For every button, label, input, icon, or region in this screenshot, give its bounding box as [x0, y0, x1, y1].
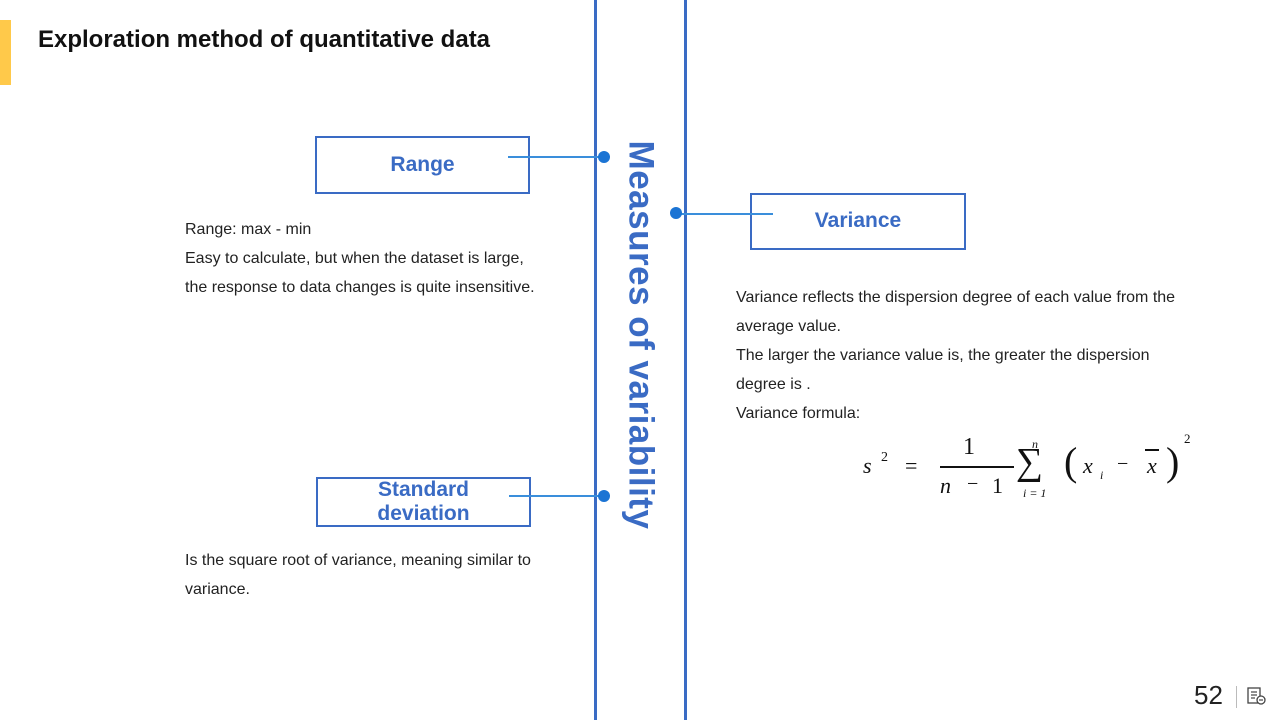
left-divider-line — [594, 0, 597, 720]
formula-outer-exponent: 2 — [1184, 431, 1191, 446]
range-box: Range — [315, 136, 530, 194]
range-line-1: Range: max - min — [185, 221, 312, 238]
standard-deviation-description: Is the square root of variance, meaning … — [185, 546, 585, 604]
standard-deviation-label-1: Standard — [377, 477, 469, 501]
variance-line-2: average value. — [736, 318, 841, 335]
formula-lhs-exponent: 2 — [881, 450, 888, 465]
formula-x: x — [1083, 453, 1093, 478]
standard-deviation-connector — [509, 495, 601, 497]
formula-denominator-n: n — [940, 473, 951, 498]
vertical-title: Measures of variability — [610, 120, 670, 550]
formula-xbar-rule — [1145, 449, 1159, 451]
formula-sum-lower: i = 1 — [1023, 486, 1047, 500]
formula-x-subscript: i — [1100, 468, 1104, 482]
page-number: 52 — [1194, 680, 1223, 710]
formula-denominator-one: 1 — [992, 473, 1003, 498]
standard-deviation-dot — [598, 490, 610, 502]
range-label: Range — [390, 152, 455, 176]
page-number-separator — [1236, 686, 1237, 708]
slide-title: Exploration method of quantitative data — [38, 26, 491, 53]
variance-formula: s 2 = 1 n − 1 n ∑ i = 1 ( x i − x ) 2 — [850, 425, 1210, 510]
variance-connector — [678, 213, 773, 215]
formula-close-paren: ) — [1166, 439, 1180, 484]
range-dot — [598, 151, 610, 163]
range-line-3: the response to data changes is quite in… — [185, 279, 535, 296]
formula-xbar: x — [1147, 453, 1157, 478]
formula-equals: = — [905, 453, 918, 478]
formula-denominator-minus: − — [967, 473, 979, 495]
standard-deviation-box: Standard deviation — [316, 477, 531, 527]
formula-sum-symbol: ∑ — [1016, 441, 1044, 483]
standard-deviation-line-2: variance. — [185, 581, 250, 598]
standard-deviation-line-1: Is the square root of variance, meaning … — [185, 552, 531, 569]
variance-line-4: degree is . — [736, 376, 811, 393]
formula-sum-upper: n — [1032, 437, 1038, 451]
variance-line-3: The larger the variance value is, the gr… — [736, 347, 1150, 364]
formula-lhs: s — [863, 453, 872, 478]
variance-line-5: Variance formula: — [736, 405, 861, 422]
vertical-title-text: Measures of variability — [621, 140, 661, 530]
variance-line-1: Variance reflects the dispersion degree … — [736, 289, 1176, 306]
standard-deviation-label-2: deviation — [377, 502, 470, 525]
variance-box: Variance — [750, 193, 966, 250]
formula-minus: − — [1117, 453, 1129, 475]
notes-icon[interactable] — [1246, 686, 1266, 706]
variance-description: Variance reflects the dispersion degree … — [736, 283, 1236, 428]
formula-fraction-bar — [940, 466, 1014, 468]
formula-open-paren: ( — [1064, 439, 1078, 484]
range-connector — [508, 156, 600, 158]
formula-numerator: 1 — [963, 434, 975, 460]
range-description: Range: max - min Easy to calculate, but … — [185, 215, 585, 302]
variance-label: Variance — [814, 209, 902, 233]
right-divider-line — [684, 0, 687, 720]
range-line-2: Easy to calculate, but when the dataset … — [185, 250, 524, 267]
title-accent-bar — [0, 20, 11, 85]
variance-dot — [670, 207, 682, 219]
